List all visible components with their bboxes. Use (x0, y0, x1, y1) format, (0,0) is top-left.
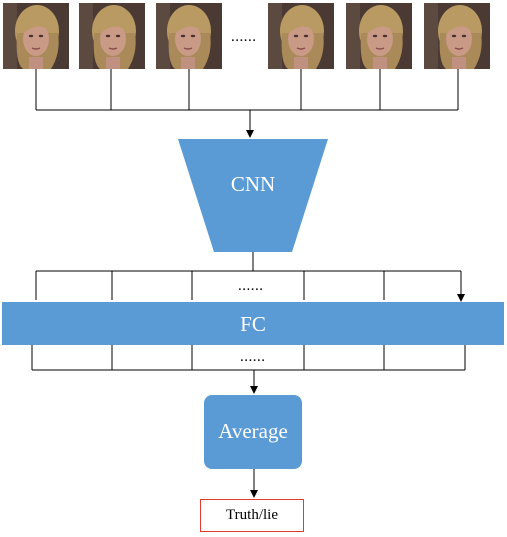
video-frame-5 (346, 3, 412, 69)
fc-output-ellipsis: ...... (240, 349, 266, 365)
face-image (156, 3, 222, 69)
output-box: Truth/lie (200, 499, 304, 532)
average-label: Average (218, 419, 288, 443)
fc-input-ellipsis: ...... (238, 278, 264, 294)
video-frame-6 (424, 3, 490, 69)
face-image (3, 3, 69, 69)
face-image (79, 3, 145, 69)
video-frame-2 (79, 3, 145, 69)
face-image (346, 3, 412, 69)
face-image (268, 3, 334, 69)
cnn-block (178, 139, 328, 252)
fc-layer: FC (2, 302, 504, 345)
frames-ellipsis: ...... (231, 29, 257, 45)
video-frame-4 (268, 3, 334, 69)
face-image (424, 3, 490, 69)
output-label: Truth/lie (226, 507, 278, 523)
video-frame-3 (156, 3, 222, 69)
fc-label: FC (240, 312, 266, 336)
average-block: Average (204, 395, 302, 469)
cnn-label: CNN (230, 172, 276, 196)
video-frame-1 (3, 3, 69, 69)
